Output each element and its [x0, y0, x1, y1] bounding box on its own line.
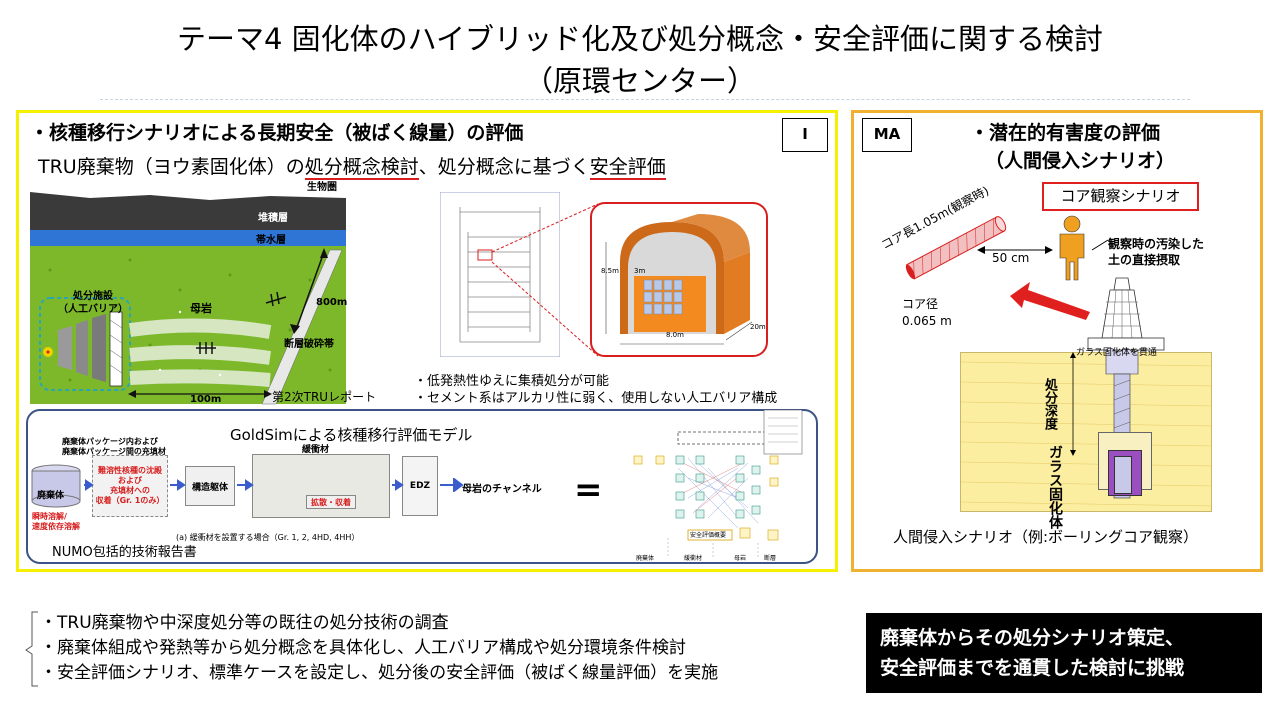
goldsim-waste-label: 廃棄体 — [37, 491, 65, 501]
goldsim-structure-box: 構造躯体 — [185, 466, 235, 506]
goldsim-dissolution-2: 速度依存溶解 — [32, 522, 80, 531]
network-label-waste: 廃棄体 — [636, 555, 655, 562]
distance-arrow — [977, 246, 1053, 254]
network-label-rock: 母岩 — [734, 555, 747, 562]
goldsim-pkg-text-4: 収着（Gr. 1のみ） — [95, 496, 165, 505]
goldsim-edz-box: EDZ — [402, 456, 438, 516]
goldsim-dissolution-1: 瞬時溶解/ — [32, 512, 67, 521]
goldsim-pkg-text-3: 充填材への — [110, 486, 150, 495]
geo-fault-label: 断層破砕帯 — [284, 339, 334, 350]
left-panel-subheading: TRU廃棄物（ヨウ素固化体）の処分概念検討、処分概念に基づく安全評価 — [38, 152, 666, 180]
bullet-3: ・安全評価シナリオ、標準ケースを設定し、処分後の安全評価（被ばく線量評価）を実施 — [40, 663, 719, 683]
observe-label-2: 土の直接摂取 — [1108, 253, 1181, 267]
core-scenario-label: コア観察シナリオ — [1042, 182, 1199, 211]
network-label-fault: 断層 — [764, 555, 777, 562]
geo-distance-label: 100m — [190, 394, 222, 405]
badge-ma: MA — [862, 118, 912, 152]
disposal-depth-label: 処分深度 — [1042, 378, 1057, 430]
page-subtitle: （原環センター） — [523, 64, 756, 98]
glass-body-core — [1114, 456, 1132, 494]
glass-body-label-1: ガラス — [1047, 445, 1063, 487]
observe-label: 観察時の汚染した 土の直接摂取 — [1108, 236, 1204, 268]
geology-diagram — [30, 180, 346, 405]
title-divider — [100, 99, 1190, 100]
goldsim-dissolution: 瞬時溶解/ 速度依存溶解 — [32, 512, 80, 532]
layout-plan — [440, 192, 560, 357]
network-label-buffer: 緩衝材 — [684, 555, 703, 562]
bullet-bracket — [25, 611, 38, 687]
right-panel-heading2: （人間侵入シナリオ） — [985, 150, 1176, 172]
zoom-lines — [491, 203, 599, 357]
glass-body-label: ガラス固化体 — [1044, 445, 1066, 529]
glass-through-label: ガラス固化体を貫通 — [1076, 348, 1157, 358]
red-arrow — [1010, 282, 1090, 320]
core-diameter-2: 0.065 m — [902, 314, 952, 328]
distance-label: 50 cm — [992, 251, 1030, 265]
goldsim-pkg-box: 難溶性核種の沈殿 および 充填材への 収着（Gr. 1のみ） — [92, 455, 168, 517]
goldsim-pkg-text-2: および — [118, 476, 142, 485]
observe-label-1: 観察時の汚染した — [1108, 237, 1205, 251]
depth-arrow — [1070, 352, 1076, 456]
geo-facility-line1: 処分施設 — [73, 291, 113, 302]
network-model-box-label: 安全評価概要 — [690, 532, 727, 539]
geo-depth-label: 800m — [316, 297, 348, 308]
right-panel-caption: 人間侵入シナリオ（例:ボーリングコア観察） — [893, 528, 1199, 546]
boring-core — [905, 216, 1007, 280]
geo-sediment-label: 堆積層 — [258, 213, 288, 224]
sub-text-1: TRU廃棄物（ヨウ素固化体）の — [38, 156, 305, 178]
person-icon — [1059, 215, 1085, 281]
waste-cylinder — [30, 464, 82, 508]
challenge-box: 廃棄体からその処分シナリオ策定、 安全評価までを通貫した検討に挑戦 — [866, 613, 1262, 693]
core-diameter-1: コア径 — [902, 297, 939, 311]
note-2: ・セメント系はアルカリ性に弱く、使用しない人工バリア構成 — [414, 391, 778, 406]
bullet-1: ・TRU廃棄物や中深度処分等の既往の処分技術の調査 — [40, 613, 449, 633]
observe-pointer — [1091, 239, 1109, 251]
sub-text-underlined-1: 処分概念検討 — [304, 156, 419, 180]
goldsim-pkg-label: 廃棄体パッケージ内および 廃棄体パッケージ間の充填材 — [62, 437, 166, 457]
tunnel-length-label: 20m — [750, 323, 766, 331]
sub-text-2: 、処分概念に基づく — [418, 156, 590, 178]
page-title: テーマ4 固化体のハイブリッド化及び処分概念・安全評価に関する検討 — [176, 22, 1104, 56]
goldsim-source: NUMO包括的技術報告書 — [52, 545, 197, 560]
challenge-line-1: 廃棄体からその処分シナリオ策定、 — [880, 627, 1185, 649]
goldsim-title: GoldSimによる核種移行評価モデル — [230, 426, 473, 444]
geo-aquifer-label: 帯水層 — [256, 235, 286, 246]
ground-texture — [960, 361, 1212, 507]
badge-i: I — [782, 118, 828, 152]
left-panel-heading: ・核種移行シナリオによる長期安全（被ばく線量）の評価 — [30, 122, 524, 144]
goldsim-pkg-text-1: 難溶性核種の沈殿 — [98, 466, 162, 475]
goldsim-channel-label: 母岩のチャンネル — [462, 484, 542, 495]
goldsim-pkg-label-1: 廃棄体パッケージ内および — [62, 437, 158, 446]
note-1: ・低発熱性ゆえに集積処分が可能 — [414, 374, 610, 389]
right-panel-heading1: ・潜在的有害度の評価 — [970, 122, 1161, 144]
goldsim-flow-arrows — [84, 478, 464, 492]
geo-biosphere-label: 生物圏 — [307, 182, 337, 193]
challenge-line-2: 安全評価までを通貫した検討に挑戦 — [880, 657, 1185, 679]
goldsim-diffusion-box: 拡散・収着 — [306, 495, 356, 509]
tunnel-inner-label: 3m — [634, 267, 646, 275]
tunnel-width-label: 8.0m — [666, 331, 684, 339]
bottom-bullets: ・TRU廃棄物や中深度処分等の既往の処分技術の調査 ・廃棄体組成や発熱等から処分… — [40, 611, 718, 686]
glass-body-label-2: 固化体 — [1047, 487, 1063, 529]
geo-host-rock-label: 母岩 — [190, 302, 212, 315]
equals-sign: = — [574, 470, 603, 510]
goldsim-buffer-label: 緩衝材 — [302, 445, 330, 455]
tunnel-diagram — [590, 202, 768, 357]
geo-facility-line2: （人工バリア） — [58, 304, 128, 315]
bullet-2: ・廃棄体組成や発熱等から処分概念を具体化し、人工バリア構成や処分環境条件検討 — [40, 638, 686, 658]
core-diameter-label: コア径 0.065 m — [902, 296, 952, 330]
sub-text-underlined-2: 安全評価 — [589, 156, 666, 180]
goldsim-network-model — [633, 409, 803, 558]
geo-facility-label: 処分施設 （人工バリア） — [58, 290, 128, 316]
tunnel-height-label: 8.5m — [601, 267, 619, 275]
geo-source-label: 第2次TRUレポート — [272, 390, 377, 404]
goldsim-caption: (a) 緩衝材を設置する場合（Gr. 1, 2, 4HD, 4HH） — [176, 533, 360, 542]
goldsim-pkg-label-2: 廃棄体パッケージ間の充填材 — [62, 447, 166, 456]
